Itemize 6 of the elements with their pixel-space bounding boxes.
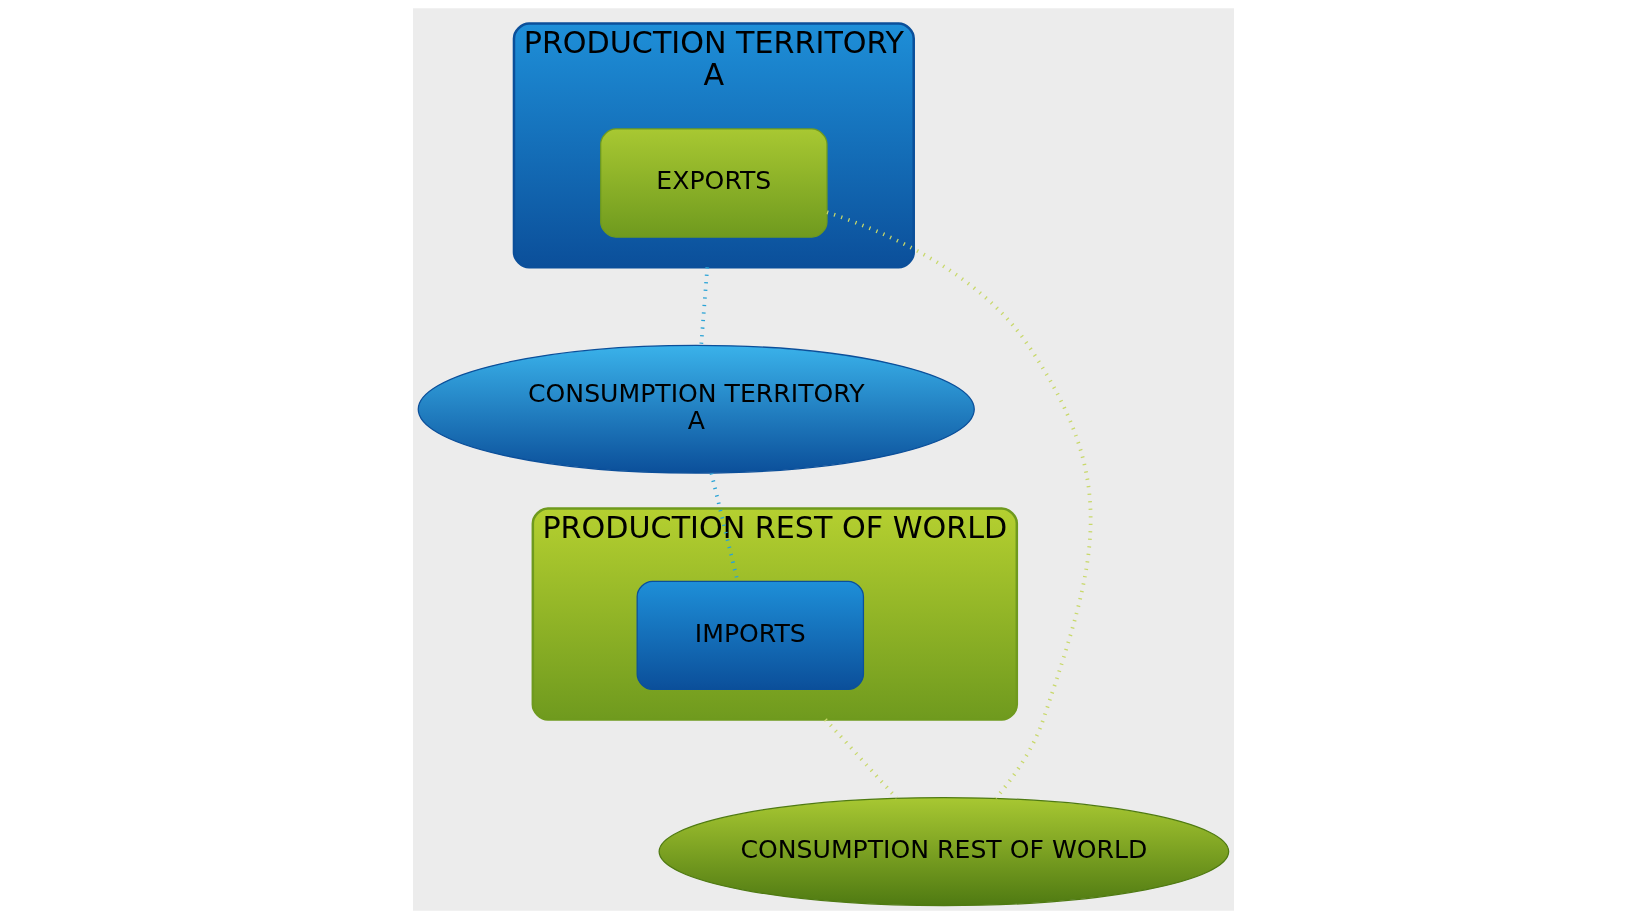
node-ellipse: CONSUMPTION TERRITORY A (417, 344, 975, 474)
node-box: EXPORTS (599, 128, 828, 238)
node-box: IMPORTS (636, 580, 864, 691)
connector (825, 210, 1092, 800)
connector (698, 267, 709, 346)
node-ellipse: CONSUMPTION REST OF WORLD (658, 796, 1229, 907)
